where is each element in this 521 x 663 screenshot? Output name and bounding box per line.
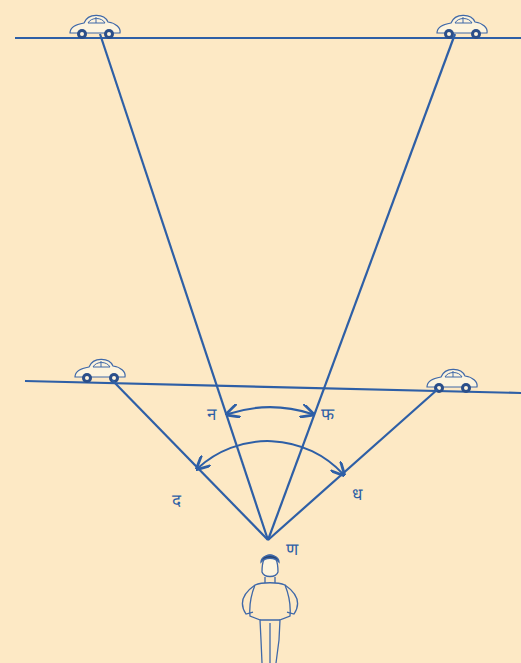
car (70, 15, 120, 39)
angle-label: ध (352, 486, 362, 503)
angle-label: फ (321, 406, 334, 423)
angle-label: ण (286, 541, 298, 558)
angle-arc (198, 441, 343, 474)
angle-arc (228, 407, 312, 414)
far-road (15, 37, 521, 39)
observer-figure (243, 555, 298, 663)
angle-label: द (172, 492, 181, 509)
car (427, 369, 477, 393)
car (437, 15, 487, 39)
car (75, 359, 125, 383)
sight-lines (100, 34, 455, 540)
angle-label: न (207, 406, 216, 423)
